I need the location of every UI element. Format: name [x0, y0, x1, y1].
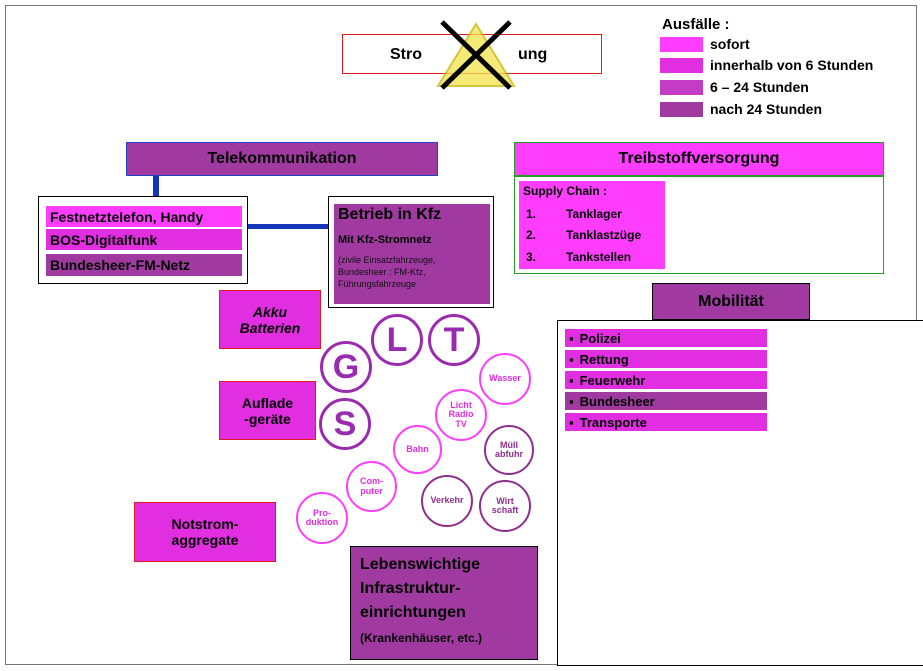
notstrom-box: Notstrom- aggregate — [134, 502, 276, 562]
telekom-connector-horizontal — [248, 224, 328, 229]
circle-muellabfuhr: Müll abfuhr — [484, 425, 534, 475]
telekom-connector-vertical — [153, 176, 159, 198]
bullet-icon: ▪ — [569, 393, 574, 409]
kfz-subtitle: Mit Kfz-Stromnetz — [338, 234, 432, 246]
title-text-left: Stro — [390, 46, 422, 63]
mobilitaet-label: Transporte — [579, 414, 647, 430]
circle-licht-radio-tv: Licht Radio TV — [435, 389, 487, 441]
telekom-item-festnetz: Festnetztelefon, Handy — [46, 206, 242, 227]
legend-label-24h: 6 – 24 Stunden — [710, 79, 809, 95]
treibstoff-chain-head: Supply Chain : — [523, 184, 607, 198]
lebens-line1: Lebenswichtige — [360, 556, 481, 573]
legend-label-sofort: sofort — [710, 36, 750, 52]
circle-bahn: Bahn — [393, 425, 442, 474]
legend-swatch-6h — [660, 58, 703, 73]
legend-label-after24: nach 24 Stunden — [710, 101, 823, 117]
circle-computer: Com- puter — [346, 461, 397, 512]
crossed-hazard-icon — [436, 20, 516, 90]
treibstoff-num-1: 1. — [526, 207, 537, 221]
treibstoff-title: Treibstoffversorgung — [514, 142, 884, 176]
treibstoff-item-tanklager: Tanklager — [566, 207, 622, 221]
telekom-title: Telekommunikation — [126, 142, 438, 176]
legend-swatch-after24 — [660, 102, 703, 117]
mobilitaet-item-bundesheer: ▪ Bundesheer — [565, 392, 767, 410]
treibstoff-num-3: 3. — [526, 250, 537, 264]
mobilitaet-item-rettung: ▪ Rettung — [565, 350, 767, 368]
telekom-item-bundesheer: Bundesheer-FM-Netz — [46, 254, 242, 276]
circle-wasser: Wasser — [479, 353, 531, 405]
telekom-item-bos: BOS-Digitalfunk — [46, 229, 242, 250]
lebens-line4: (Krankenhäuser, etc.) — [360, 631, 483, 645]
bullet-icon: ▪ — [569, 414, 574, 430]
mobilitaet-label: Rettung — [579, 351, 629, 367]
akku-box: Akku Batterien — [219, 290, 321, 349]
mobilitaet-label: Bundesheer — [579, 393, 655, 409]
auflade-box: Auflade -geräte — [219, 381, 316, 440]
circle-verkehr: Verkehr — [421, 475, 473, 527]
bullet-icon: ▪ — [569, 351, 574, 367]
mobilitaet-label: Feuerwehr — [579, 372, 646, 388]
mobilitaet-title: Mobilität — [652, 283, 810, 320]
legend-swatch-sofort — [660, 37, 703, 52]
circle-t: T — [428, 314, 480, 366]
kfz-note: (zivile Einsatzfahrzeuge, Bundesheer : F… — [338, 255, 436, 290]
treibstoff-item-tankstellen: Tankstellen — [566, 250, 632, 264]
legend-heading: Ausfälle : — [662, 16, 730, 33]
kfz-fill — [334, 204, 490, 304]
circle-l: L — [371, 314, 423, 366]
mobilitaet-item-polizei: ▪ Polizei — [565, 329, 767, 347]
mobilitaet-item-feuerwehr: ▪ Feuerwehr — [565, 371, 767, 389]
bullet-icon: ▪ — [569, 372, 574, 388]
treibstoff-item-tanklastzuege: Tanklastzüge — [566, 228, 642, 242]
lebenswichtige-box — [350, 546, 538, 660]
mobilitaet-item-transporte: ▪ Transporte — [565, 413, 767, 431]
kfz-title: Betrieb in Kfz — [338, 206, 442, 223]
circle-g: G — [320, 341, 372, 393]
lebens-line3: einrichtungen — [360, 604, 466, 621]
title-text-right: ung — [518, 46, 548, 63]
circle-s: S — [319, 398, 371, 450]
legend-label-6h: innerhalb von 6 Stunden — [710, 57, 874, 73]
lebens-line2: Infrastruktur- — [360, 580, 461, 597]
treibstoff-num-2: 2. — [526, 228, 537, 242]
bullet-icon: ▪ — [569, 330, 574, 346]
circle-wirtschaft: Wirt schaft — [479, 480, 531, 532]
mobilitaet-label: Polizei — [579, 330, 621, 346]
legend-swatch-24h — [660, 80, 703, 95]
treibstoff-list-bg — [519, 181, 665, 269]
circle-produktion: Pro- duktion — [296, 492, 348, 544]
